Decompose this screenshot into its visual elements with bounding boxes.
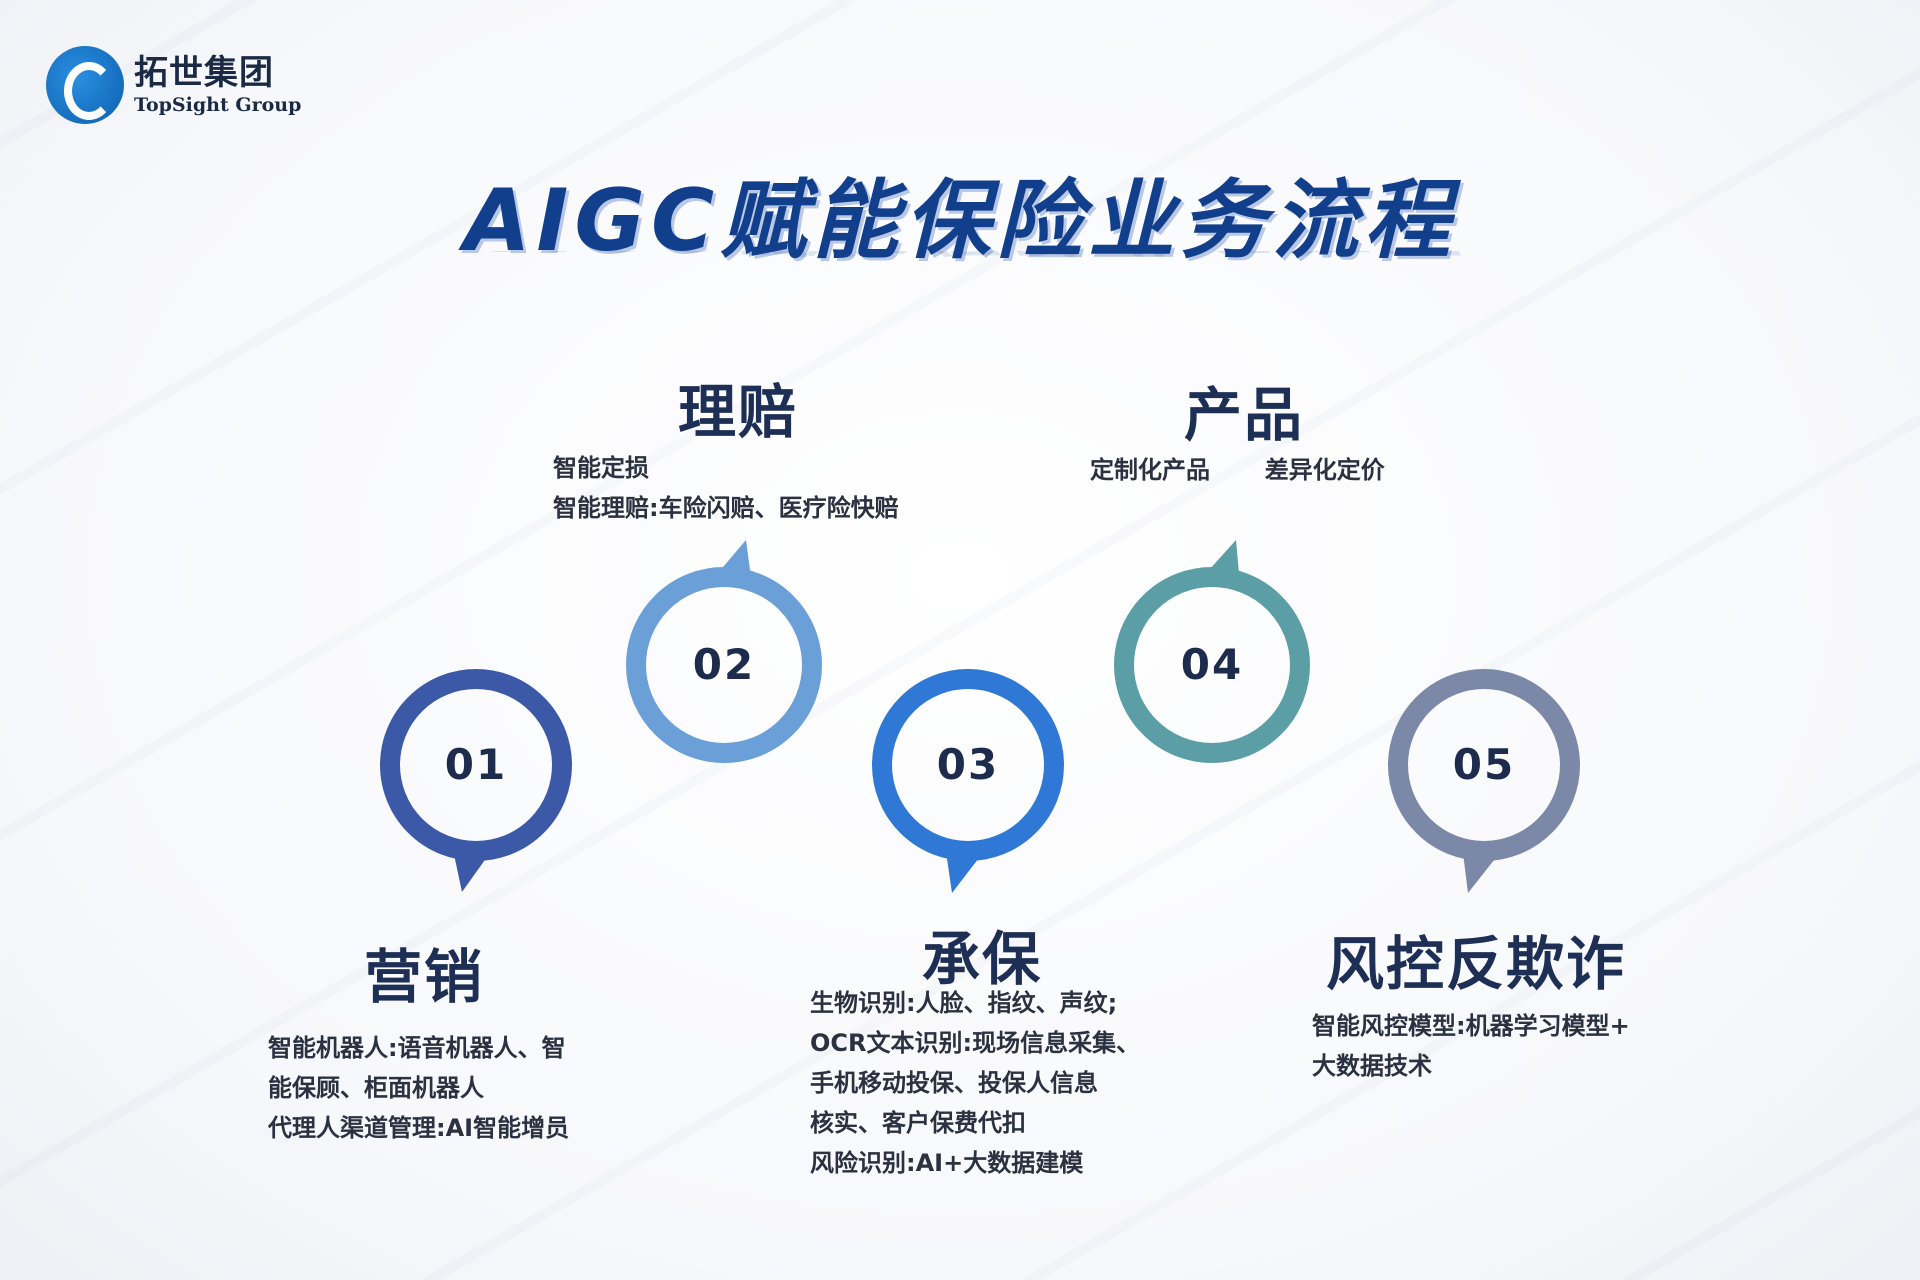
stage-01-ring: [380, 669, 572, 892]
title-block: AIGC赋能保险业务流程 AIGC赋能保险业务流程: [0, 150, 1920, 309]
stage-03-number: 03: [936, 740, 1000, 789]
stage-04-number: 04: [1180, 640, 1244, 689]
stage-03-line: 风险识别:AI+大数据建模: [810, 1149, 1084, 1177]
stage-02-line: 智能定损: [553, 454, 649, 482]
stage-01-line: 能保顾、柜面机器人: [268, 1074, 484, 1102]
stage-05-number: 05: [1452, 740, 1516, 789]
stage-01-number: 01: [444, 740, 508, 789]
stage-03-line: 生物识别:人脸、指纹、声纹;: [810, 989, 1118, 1017]
stage-04-line: 差异化定价: [1264, 456, 1385, 484]
stage-04-ring: [1114, 540, 1310, 763]
stage-02-title: 理赔: [678, 378, 799, 446]
stage-02-number: 02: [692, 640, 756, 689]
stage-04-title: 产品: [1184, 381, 1305, 449]
stage-05-title: 风控反欺诈: [1326, 930, 1627, 998]
stage-03-ring: [872, 669, 1064, 893]
logo-mark-icon: [46, 46, 124, 124]
stage-05-line: 大数据技术: [1312, 1052, 1432, 1080]
stage-05-ring: [1388, 669, 1580, 893]
stage-01-title: 营销: [364, 943, 485, 1011]
page-title: AIGC赋能保险业务流程: [463, 171, 1457, 271]
stage-02-ring: [626, 540, 822, 763]
company-logo: 拓世集团 TopSight Group: [46, 46, 301, 124]
stage-03-title: 承保: [922, 925, 1043, 993]
stage-04-description: 定制化产品 差异化定价: [1090, 450, 1385, 490]
stage-05-line: 智能风控模型:机器学习模型+: [1312, 1012, 1630, 1040]
logo-name-cn: 拓世集团: [134, 52, 274, 93]
stage-02-line: 智能理赔:车险闪赔、医疗险快赔: [553, 494, 899, 522]
stage-05-description: 智能风控模型:机器学习模型+ 大数据技术: [1312, 1006, 1630, 1086]
logo-name-en: TopSight Group: [134, 93, 302, 116]
stage-01-line: 代理人渠道管理:AI智能增员: [268, 1114, 570, 1142]
stage-04-line: 定制化产品: [1090, 456, 1210, 484]
stage-01-description: 智能机器人:语音机器人、智 能保顾、柜面机器人 代理人渠道管理:AI智能增员: [268, 1028, 569, 1148]
stage-02-description: 智能定损 智能理赔:车险闪赔、医疗险快赔: [553, 448, 899, 528]
stage-01-line: 智能机器人:语音机器人、智: [268, 1034, 566, 1062]
stage-03-line: 核实、客户保费代扣: [810, 1109, 1026, 1137]
stage-03-description: 生物识别:人脸、指纹、声纹; OCR文本识别:现场信息采集、 手机移动投保、投保…: [810, 983, 1140, 1183]
stage-03-line: OCR文本识别:现场信息采集、: [810, 1029, 1141, 1057]
stage-03-line: 手机移动投保、投保人信息: [810, 1069, 1098, 1097]
